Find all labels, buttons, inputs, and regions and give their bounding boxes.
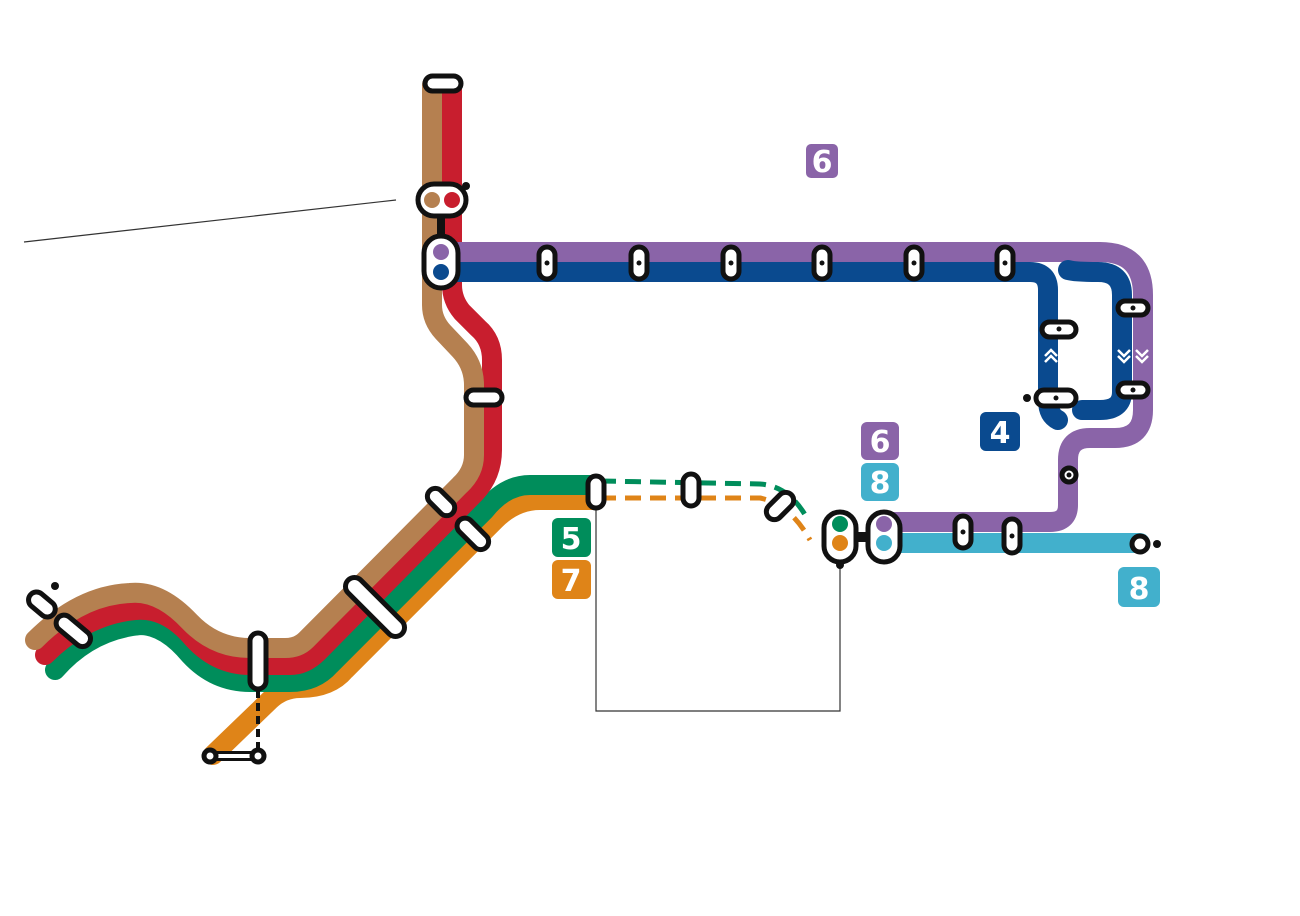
station-south-terminus[interactable] [201,747,267,765]
station-southwest-junction[interactable] [247,630,269,692]
station-trunk-1[interactable] [536,244,558,282]
route-line-5 [45,475,606,692]
svg-text:7: 7 [561,564,582,599]
leader-line-bracket [595,500,841,712]
svg-text:8: 8 [1129,572,1150,607]
svg-text:6: 6 [812,145,833,180]
station-branch-east[interactable] [763,489,797,523]
route-line-6 [430,242,1153,532]
line-badge-7: 7 [552,560,591,599]
leader-line-top [23,199,397,243]
trunk-stations[interactable] [536,244,1016,282]
line-badge-6-top: 6 [806,144,838,180]
station-branch-mid[interactable] [680,471,702,509]
station-interchange-north[interactable] [415,181,470,291]
station-trunk-3[interactable] [720,244,742,282]
station-trunk-6[interactable] [994,244,1016,282]
station-lines-5-7-terminus[interactable] [585,473,607,511]
station-east-1[interactable] [952,513,974,551]
svg-text:6: 6 [870,425,891,460]
station-line-8-terminus[interactable] [1129,533,1161,555]
route-line-4 [430,260,1132,430]
line-routes [25,75,1153,765]
chevron-up-icon [1044,348,1076,363]
line-badges: 6 6 8 4 5 7 8 [552,144,1160,607]
station-loop-east-1[interactable] [1115,298,1151,318]
line-badge-5: 5 [552,518,591,557]
svg-text:8: 8 [870,466,891,501]
line-badge-8: 8 [861,463,899,501]
station-west-terminus[interactable] [25,589,94,650]
stations[interactable] [25,73,1161,765]
line-badge-6: 6 [861,422,899,460]
station-interchange-east[interactable] [821,509,903,569]
svg-text:5: 5 [561,522,582,557]
station-trunk-2[interactable] [628,244,650,282]
station-loop-west-1[interactable] [1039,319,1079,340]
station-trunk-5[interactable] [903,244,925,282]
line-badge-4: 4 [980,412,1020,451]
station-west-mid[interactable] [463,387,505,408]
station-diagonal-2[interactable] [342,574,408,640]
station-diagonal-1[interactable] [424,485,492,553]
station-loop-east-2[interactable] [1115,380,1151,400]
svg-text:4: 4 [990,416,1011,451]
station-purple-south[interactable] [1059,465,1079,485]
route-line-brown [25,75,484,658]
station-east-2[interactable] [1001,516,1023,556]
station-top-terminus[interactable] [422,73,464,94]
chevron-down-icon [1117,349,1149,364]
route-line-red [35,75,502,675]
station-loop-west-2[interactable] [1023,387,1079,409]
line-badge-8-end: 8 [1118,567,1160,607]
station-trunk-4[interactable] [811,244,833,282]
